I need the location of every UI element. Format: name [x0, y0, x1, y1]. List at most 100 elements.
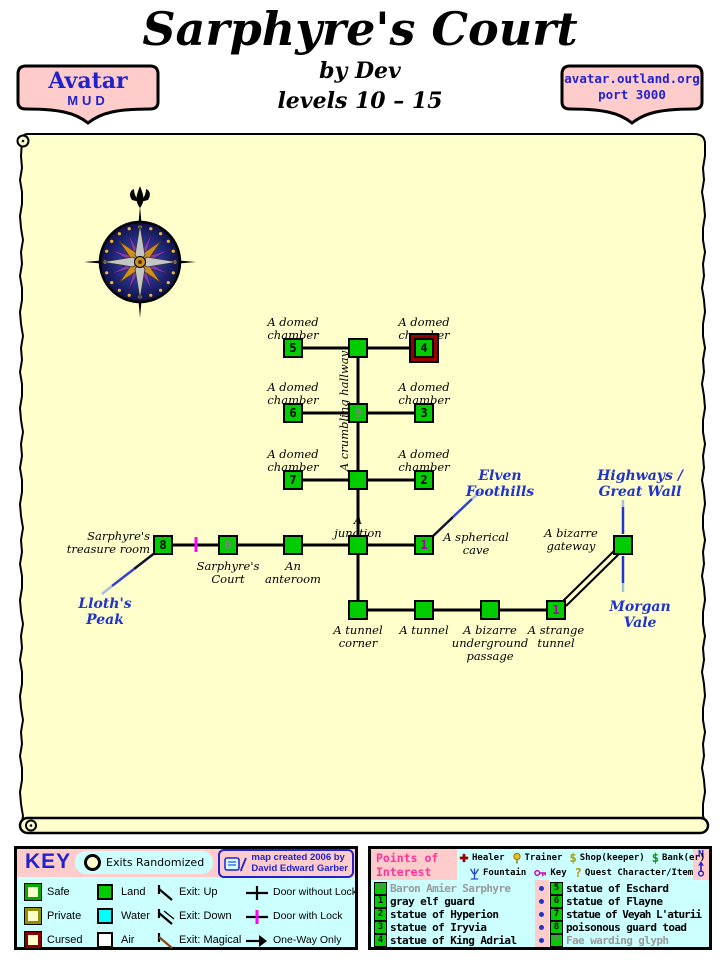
- one-way-only-label: One-Way Only: [273, 934, 342, 946]
- poi-icon-row-2: Fountain Key ? Quest Character/Item: [469, 866, 693, 880]
- air-swatch: [97, 932, 113, 948]
- room-label: A domed chamber: [398, 447, 450, 474]
- poi-title: Points of Interest: [371, 849, 457, 880]
- bank-label: Bank(er): [661, 853, 706, 863]
- shop-label: Shop(keeper): [579, 853, 645, 863]
- quest-icon: ?: [574, 866, 582, 880]
- server-badge: avatar.outland.org port 3000: [558, 62, 706, 126]
- cursed-room-swatch: [25, 932, 41, 948]
- scroll-roll: [18, 816, 710, 835]
- shop-entry: $ Shop(keeper): [569, 851, 644, 865]
- land-label: Land: [121, 886, 146, 898]
- exit-magical-label: Exit: Magical: [179, 934, 242, 946]
- trainer-entry: Trainer: [512, 852, 563, 865]
- shop-icon: $: [569, 851, 577, 865]
- key-label: Key: [550, 868, 567, 878]
- room-node-spherical-cave: 1: [414, 535, 434, 555]
- key-header: KEY Exits Randomized map created 2006 by…: [17, 849, 355, 878]
- points-of-interest-panel: Points of Interest N Healer Trainer $ Sh…: [368, 846, 712, 950]
- room-label: A domed chamber: [267, 447, 319, 474]
- trainer-icon: [512, 852, 521, 863]
- room-label: A domed chamber: [398, 380, 450, 407]
- room-number: 8: [159, 538, 167, 552]
- healer-label: Healer: [472, 853, 505, 863]
- safe-label: Safe: [47, 886, 70, 898]
- safe-room-swatch: [25, 884, 41, 900]
- poi-number: 6: [550, 895, 563, 908]
- one-way-only-icon: [246, 935, 267, 947]
- poi-text: statue of King Adrial: [390, 934, 517, 947]
- room-label: A domed chamber: [267, 315, 319, 342]
- poi-text: poisonous guard toad: [566, 921, 687, 934]
- key-icon: [534, 869, 547, 877]
- room-number: 2: [420, 473, 428, 487]
- exits-randomized-entry: Exits Randomized: [75, 851, 214, 874]
- cursed-label: Cursed: [47, 934, 83, 946]
- room-node-anteroom: [283, 535, 303, 555]
- poi-text: Baron Amier Sarphyre: [390, 882, 511, 895]
- room-node-tunnel: [414, 600, 434, 620]
- room-label: A bizarre gateway: [544, 526, 598, 553]
- north-indicator: N: [693, 849, 709, 880]
- map-credit-text: map created 2006 by David Edward Garber: [251, 852, 348, 874]
- room-number: 3: [420, 406, 428, 420]
- bullet-dot: [539, 899, 544, 904]
- scroll-pen-icon: [224, 856, 248, 871]
- fountain-entry: Fountain: [469, 867, 526, 880]
- room-label: A domed chamber: [267, 380, 319, 407]
- bank-icon: $: [651, 851, 659, 865]
- room-node-underground-passage: [480, 600, 500, 620]
- room-label: An anteroom: [265, 559, 321, 586]
- poi-text: statue of Eschard: [566, 882, 669, 895]
- oneway-passage-lines: [561, 548, 621, 607]
- poi-number: 9: [550, 934, 563, 947]
- room-number: 0: [224, 538, 232, 552]
- exits-randomized-icon: [84, 854, 101, 871]
- fountain-icon: [469, 867, 480, 880]
- room-node-sarphyres-court: 0: [218, 535, 238, 555]
- poi-icon-row-1: Healer Trainer $ Shop(keeper) $ Bank(er): [459, 851, 705, 865]
- poi-number: 2: [374, 908, 387, 921]
- room-label: A domed chamber: [398, 315, 450, 342]
- exit-up-label: Exit: Up: [179, 886, 218, 898]
- room-number: 1: [552, 603, 560, 617]
- trainer-label: Trainer: [524, 853, 563, 863]
- quest-entry: ? Quest Character/Item: [575, 866, 694, 880]
- mud-name: Avatar: [48, 68, 128, 94]
- room-node-domed-3: 3: [414, 403, 434, 423]
- exit-up-icon: [157, 885, 173, 901]
- room-node-junction: [348, 535, 368, 555]
- map-parchment: 5 4 6 9 3 7 2 8 0 1 1 A domed chamber A …: [6, 128, 714, 836]
- page-title: Sarphyre's Court: [142, 2, 578, 56]
- room-number: 6: [289, 406, 297, 420]
- area-exit-lines: [101, 491, 625, 595]
- healer-entry: Healer: [459, 852, 505, 864]
- room-node-strange-tunnel: 1: [546, 600, 566, 620]
- poi-text: statue of Flayne: [566, 895, 663, 908]
- room-label: A tunnel corner: [333, 623, 383, 650]
- poi-text: statue of Iryvia: [390, 921, 487, 934]
- room-node-treasure-room: 8: [153, 535, 173, 555]
- room-number: 9: [354, 406, 362, 420]
- water-label: Water: [121, 910, 150, 922]
- room-node-hallway-bottom: [348, 470, 368, 490]
- water-swatch: [97, 908, 113, 924]
- private-room-swatch: [25, 908, 41, 924]
- poi-text: Fae warding glyph: [566, 934, 669, 947]
- bullet-dot: [539, 886, 544, 891]
- room-node-domed-6: 6: [283, 403, 303, 423]
- door-with-lock-icon: [246, 910, 268, 924]
- room-label: A tunnel: [399, 623, 449, 637]
- room-label: Sarphyre's Court: [196, 559, 260, 586]
- mud-sub: MUD: [67, 93, 109, 108]
- north-label: N: [697, 849, 705, 860]
- room-label: A spherical cave: [443, 530, 509, 557]
- door-without-lock-label: Door without Lock: [273, 886, 358, 898]
